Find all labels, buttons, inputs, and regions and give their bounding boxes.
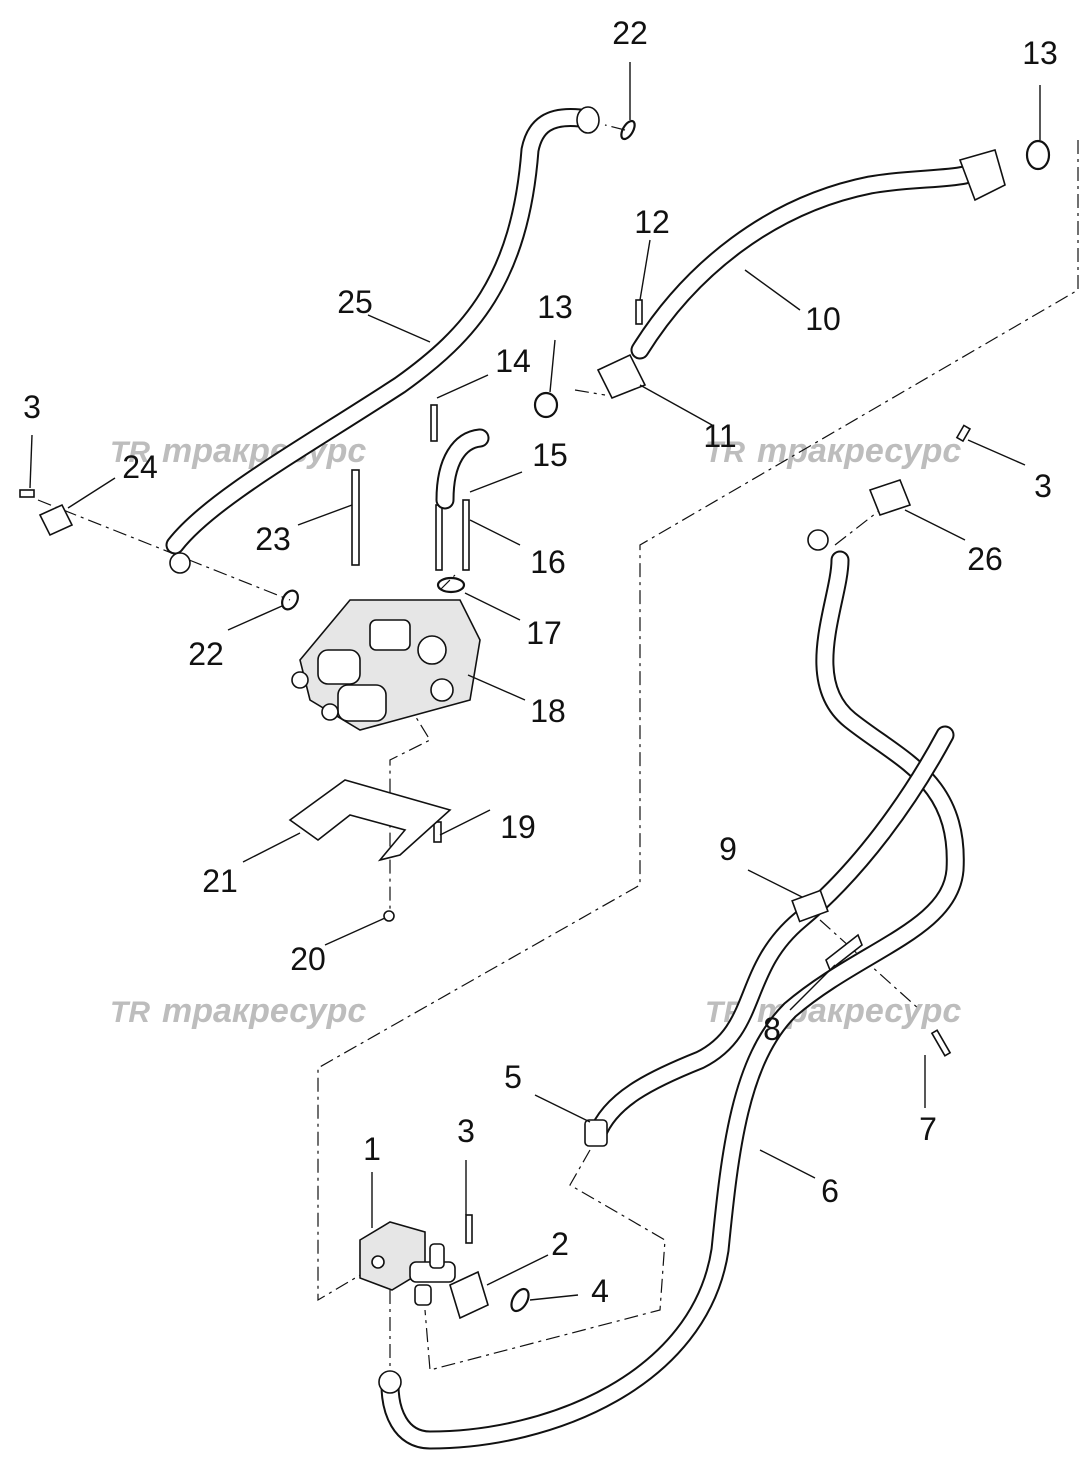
- callout-8: 8: [763, 1011, 781, 1047]
- o-ring-13-top: [1025, 139, 1051, 171]
- valve-block-1: [359, 1221, 456, 1306]
- callout-18: 18: [530, 693, 566, 729]
- callout-22: 22: [188, 636, 224, 672]
- flange-26: [868, 479, 912, 516]
- stud-16: [435, 504, 443, 571]
- clamp-8: [825, 933, 863, 972]
- hose-6: [378, 529, 965, 1450]
- hose-nut-fitting: [378, 1370, 402, 1394]
- watermark-top-right: TR тракресурс: [705, 432, 961, 470]
- o-ring-22-low: [281, 589, 299, 611]
- clamp-9: [791, 889, 829, 923]
- flanges: [38, 149, 1006, 1320]
- watermark-logo: TR: [110, 996, 150, 1029]
- callout-22: 22: [612, 15, 648, 51]
- callout-5: 5: [504, 1059, 522, 1095]
- hose-end-fitting: [576, 106, 600, 134]
- callout-3: 3: [23, 389, 41, 425]
- o-rings: [281, 119, 1051, 1313]
- bolt-3-right: [955, 424, 972, 443]
- watermark-logo: TR: [110, 436, 150, 469]
- bolt-7: [930, 1029, 952, 1057]
- callout-25: 25: [337, 284, 373, 320]
- callout-12: 12: [634, 204, 670, 240]
- callout-3: 3: [457, 1113, 475, 1149]
- bolt-23: [351, 469, 360, 566]
- callout-2: 2: [551, 1226, 569, 1262]
- nut-20: [383, 910, 395, 922]
- callout-3: 3: [1034, 468, 1052, 504]
- callout-6: 6: [821, 1173, 839, 1209]
- callout-21: 21: [202, 863, 238, 899]
- callout-15: 15: [532, 437, 568, 473]
- callout-7: 7: [919, 1111, 937, 1147]
- callout-4: 4: [591, 1273, 609, 1309]
- bolt-19: [433, 821, 442, 843]
- assembly-lines: [37, 124, 1079, 1380]
- callout-9: 9: [719, 831, 737, 867]
- callout-13: 13: [537, 289, 573, 325]
- elbow-15: [435, 428, 490, 510]
- hose-end-fitting: [584, 1119, 608, 1147]
- flange-13-end: [958, 149, 1006, 202]
- watermark-text: тракресурс: [757, 432, 961, 470]
- clamps: [791, 889, 863, 972]
- callout-16: 16: [530, 544, 566, 580]
- control-valve-18: [291, 599, 481, 731]
- bolt-12: [635, 299, 643, 325]
- callout-17: 17: [526, 615, 562, 651]
- stud-16: [462, 499, 470, 571]
- flange-24: [38, 503, 74, 537]
- callout-13: 13: [1022, 35, 1058, 71]
- bolt-3-bottom: [465, 1214, 473, 1244]
- o-ring-17: [436, 576, 466, 594]
- watermark-text: тракресурс: [162, 992, 366, 1030]
- watermark-logo: TR: [705, 436, 745, 469]
- flange-2: [449, 1270, 489, 1320]
- flange-11: [596, 353, 647, 400]
- o-ring-4: [510, 1287, 530, 1313]
- callout-1: 1: [363, 1131, 381, 1167]
- hose-nut-fitting: [807, 529, 829, 551]
- callout-24: 24: [122, 449, 158, 485]
- callout-23: 23: [255, 521, 291, 557]
- callout-labels: 1 2 3 3 3 4 5 6 7 8 9 10 11 12 13 13 14 …: [23, 15, 1058, 1309]
- bolt-14: [430, 404, 438, 442]
- hose-25: [165, 106, 600, 574]
- callout-26: 26: [967, 541, 1003, 577]
- hose-end-fitting: [169, 552, 191, 574]
- bolts: [19, 299, 972, 1244]
- o-ring-22-top: [620, 119, 636, 141]
- callout-11: 11: [703, 418, 736, 454]
- callout-10: 10: [805, 301, 841, 337]
- hose-10: [630, 165, 975, 360]
- leader-lines: [29, 62, 1041, 1301]
- mounting-plate-21: [288, 779, 452, 862]
- hose-5: [584, 725, 955, 1147]
- watermark-bottom-left: TR тракресурс: [110, 992, 366, 1030]
- callout-19: 19: [500, 809, 536, 845]
- bolt-3-left: [19, 489, 35, 498]
- o-ring-13-mid: [533, 391, 559, 419]
- callout-14: 14: [495, 343, 531, 379]
- callout-20: 20: [290, 941, 326, 977]
